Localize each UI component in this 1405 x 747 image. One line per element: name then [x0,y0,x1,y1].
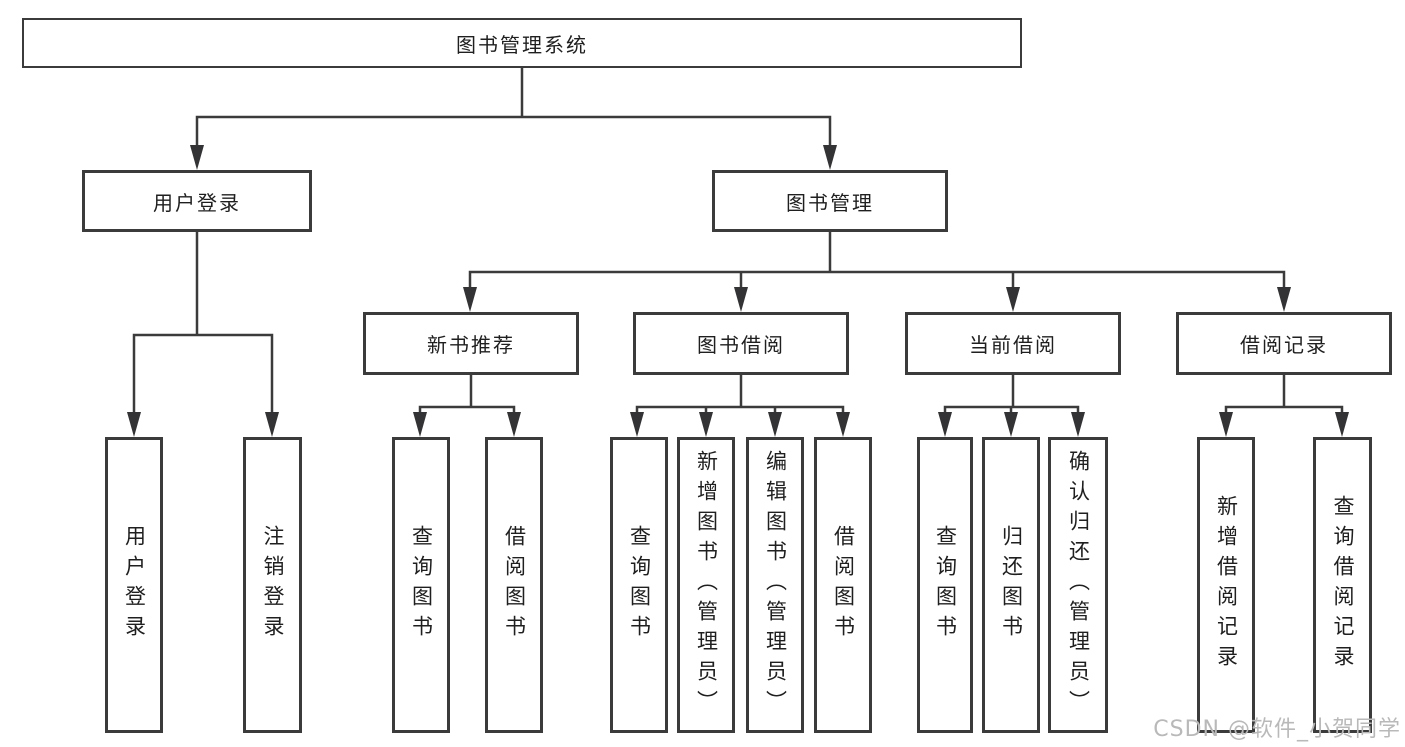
leaf-query-borrow-record: 查询借阅记录 [1313,437,1372,733]
node-book-borrow: 图书借阅 [633,312,849,375]
node-user-login-label: 用户登录 [153,190,241,215]
node-borrow-records-label: 借阅记录 [1240,333,1328,357]
leaf-borrow-books: 借阅图书 [814,437,872,733]
leaf-query-books-recommend-label: 查询图书 [409,525,434,645]
node-current-borrow-label: 当前借阅 [969,333,1057,357]
node-book-management: 图书管理 [712,170,948,232]
leaf-confirm-return-admin-label: 确认归还（管理员） [1066,450,1091,720]
leaf-return-books-label: 归还图书 [999,525,1024,645]
leaf-add-book-admin: 新增图书（管理员） [677,437,735,733]
leaf-return-books: 归还图书 [982,437,1040,733]
node-user-login: 用户登录 [82,170,312,232]
csdn-watermark: CSDN @软件_小贺同学 [1153,717,1401,742]
node-book-borrow-label: 图书借阅 [697,333,785,357]
leaf-edit-book-admin-label: 编辑图书（管理员） [763,450,788,720]
node-borrow-records: 借阅记录 [1176,312,1392,375]
node-root-label: 图书管理系统 [456,32,588,57]
leaf-edit-book-admin: 编辑图书（管理员） [746,437,804,733]
leaf-borrow-books-label: 借阅图书 [831,525,856,645]
leaf-logout-label: 注销登录 [261,525,285,645]
node-new-book-recommend-label: 新书推荐 [427,333,515,357]
leaf-borrow-books-recommend: 借阅图书 [485,437,543,733]
leaf-query-books-borrow: 查询图书 [610,437,668,733]
leaf-borrow-books-recommend-label: 借阅图书 [502,525,527,645]
leaf-query-borrow-record-label: 查询借阅记录 [1331,495,1355,675]
leaf-logout: 注销登录 [243,437,302,733]
leaf-user-login-label: 用户登录 [122,525,147,645]
node-current-borrow: 当前借阅 [905,312,1121,375]
node-new-book-recommend: 新书推荐 [363,312,579,375]
leaf-add-borrow-record-label: 新增借阅记录 [1214,495,1239,675]
leaf-confirm-return-admin: 确认归还（管理员） [1048,437,1108,733]
leaf-add-book-admin-label: 新增图书（管理员） [694,450,719,720]
node-root: 图书管理系统 [22,18,1022,68]
leaf-query-books-current: 查询图书 [917,437,973,733]
leaf-query-books-current-label: 查询图书 [933,525,958,645]
leaf-user-login: 用户登录 [105,437,163,733]
leaf-query-books-recommend: 查询图书 [392,437,450,733]
leaf-query-books-borrow-label: 查询图书 [627,525,652,645]
leaf-add-borrow-record: 新增借阅记录 [1197,437,1255,733]
node-book-management-label: 图书管理 [786,190,874,215]
